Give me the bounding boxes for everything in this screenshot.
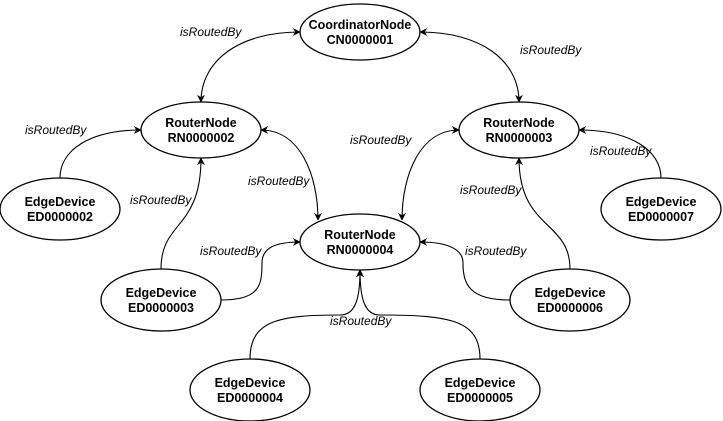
edge-ed5-to-rn4: [356, 269, 481, 360]
node-ellipse: [299, 3, 421, 61]
node-type-label: EdgeDevice: [25, 195, 96, 209]
edge-label: isRoutedBy: [330, 314, 392, 328]
node-id-label: ED0000005: [447, 391, 513, 405]
edge-ed7-to-rn3: [578, 126, 662, 179]
edge-rn2-to-cn1: [197, 28, 301, 103]
edge-label: isRoutedBy: [460, 183, 522, 197]
edge-ed2-to-rn2: [59, 126, 142, 179]
node-type-label: RouterNode: [483, 116, 555, 130]
edge-rn3-to-cn1: [419, 28, 523, 103]
node-ellipse: [140, 101, 262, 159]
node-ellipse: [458, 101, 580, 159]
node-ellipse: [100, 268, 222, 332]
edge-label: isRoutedBy: [200, 244, 262, 258]
node-ellipse: [509, 268, 631, 332]
edge-labels-layer: isRoutedBy isRoutedBy isRoutedBy isRoutedBy…: [25, 25, 652, 328]
node-ellipse: [189, 358, 311, 421]
node-type-label: EdgeDevice: [445, 376, 516, 390]
edge-label: isRoutedBy: [180, 25, 242, 39]
node-id-label: ED0000006: [537, 301, 603, 315]
edge-ed4-to-rn4: [249, 269, 364, 360]
node-type-label: EdgeDevice: [215, 376, 286, 390]
edge-rn4-to-rn2: [260, 126, 322, 221]
node-type-label: RouterNode: [324, 228, 396, 242]
edge-label: isRoutedBy: [350, 133, 412, 147]
node-type-label: EdgeDevice: [126, 286, 197, 300]
edge-ed3-to-rn4: [220, 238, 301, 301]
node-ellipse: [600, 177, 722, 241]
edge-ed6-to-rn4: [419, 238, 511, 301]
edge-ed3-to-rn2: [160, 157, 205, 270]
node-type-label: RouterNode: [165, 116, 237, 130]
node-id-label: ED0000002: [27, 210, 93, 224]
edge-label: isRoutedBy: [25, 123, 87, 137]
node-id-label: ED0000003: [128, 301, 194, 315]
node-id-label: CN0000001: [327, 33, 394, 47]
node-type-label: EdgeDevice: [535, 286, 606, 300]
node-type-label: EdgeDevice: [626, 195, 697, 209]
node-id-label: ED0000004: [217, 391, 283, 405]
edge-ed6-to-rn3: [515, 157, 571, 270]
node-id-label: ED0000007: [628, 210, 694, 224]
node-ellipse: [299, 213, 421, 271]
nodes-layer: CoordinatorNodeCN0000001RouterNodeRN0000…: [0, 3, 722, 421]
edge-label: isRoutedBy: [130, 193, 192, 207]
node-id-label: RN0000002: [168, 131, 235, 145]
node-ellipse: [419, 358, 541, 421]
node-ellipse: [0, 177, 121, 241]
node-type-label: CoordinatorNode: [309, 18, 412, 32]
edges-layer: [59, 28, 662, 360]
node-id-label: RN0000003: [486, 131, 553, 145]
edge-label: isRoutedBy: [248, 174, 310, 188]
node-id-label: RN0000004: [327, 243, 394, 257]
edge-label: isRoutedBy: [520, 43, 582, 57]
edge-rn4-to-rn3: [398, 126, 460, 221]
edge-label: isRoutedBy: [590, 144, 652, 158]
edge-label: isRoutedBy: [465, 244, 527, 258]
